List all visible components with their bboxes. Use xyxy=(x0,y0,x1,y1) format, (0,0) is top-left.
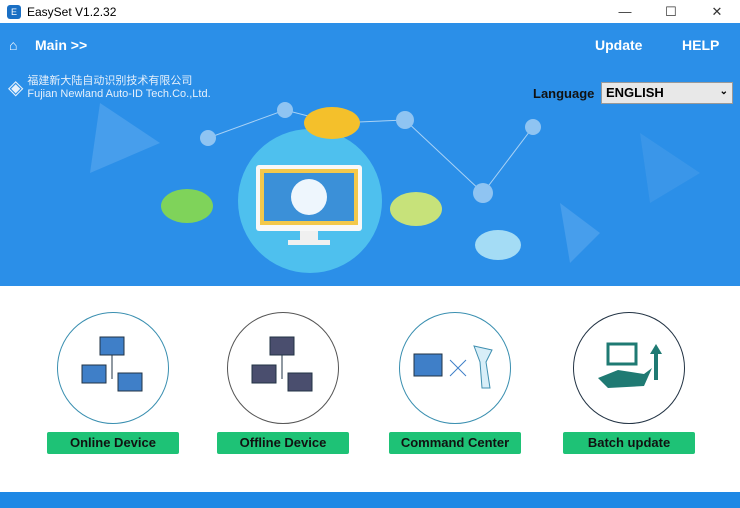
home-icon[interactable]: ⌂ xyxy=(9,37,18,53)
language-select[interactable]: ENGLISH ⌄ xyxy=(601,82,733,104)
computer-scanner-icon[interactable] xyxy=(399,312,511,424)
network-computers-icon[interactable] xyxy=(57,312,169,424)
tile-batch-update[interactable]: Batch update xyxy=(563,312,695,454)
breadcrumb-main[interactable]: Main >> xyxy=(35,37,88,53)
close-button[interactable]: ✕ xyxy=(711,3,723,19)
maximize-button[interactable]: ☐ xyxy=(665,3,677,19)
language-label: Language xyxy=(533,86,595,101)
banner-illustration xyxy=(90,102,700,273)
tile-offline-device[interactable]: Offline Device xyxy=(217,312,349,454)
network-computers-offline-icon[interactable] xyxy=(227,312,339,424)
logo-en: Fujian Newland Auto-ID Tech.Co.,Ltd. xyxy=(27,88,211,100)
logo-cn: 福建新大陆自动识别技术有限公司 xyxy=(27,75,193,87)
minimize-button[interactable]: — xyxy=(618,4,632,19)
hand-package-upload-icon[interactable] xyxy=(573,312,685,424)
help-link[interactable]: HELP xyxy=(682,37,720,53)
chevron-down-icon: ⌄ xyxy=(719,86,728,97)
language-value: ENGLISH xyxy=(606,85,664,100)
title-bar: E EasySet V1.2.32 — ☐ ✕ xyxy=(0,0,740,23)
online-device-button[interactable]: Online Device xyxy=(47,432,179,454)
window-title: EasySet V1.2.32 xyxy=(27,4,117,19)
batch-update-button[interactable]: Batch update xyxy=(563,432,695,454)
offline-device-button[interactable]: Offline Device xyxy=(217,432,349,454)
footer-bar xyxy=(0,492,740,508)
tile-online-device[interactable]: Online Device xyxy=(47,312,179,454)
logo-icon: ◈ xyxy=(8,76,24,99)
app-icon: E xyxy=(7,4,21,19)
command-center-button[interactable]: Command Center xyxy=(389,432,521,454)
tile-command-center[interactable]: Command Center xyxy=(389,312,521,454)
update-link[interactable]: Update xyxy=(595,37,643,53)
